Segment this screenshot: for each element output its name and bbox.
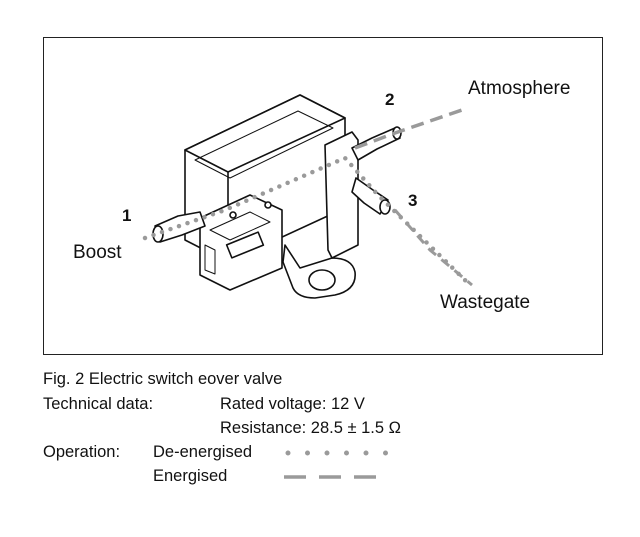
port-1-label: Boost <box>73 242 122 263</box>
rated-voltage: Rated voltage: 12 V <box>220 395 365 413</box>
figure-frame <box>43 37 603 355</box>
figure-caption: Fig. 2 Electric switch eover valve <box>43 370 283 388</box>
resistance: Resistance: 28.5 ± 1.5 Ω <box>220 419 401 437</box>
port-2-number: 2 <box>385 90 395 109</box>
de-energised-label: De-energised <box>153 443 253 461</box>
de-energised-legend-line <box>285 450 391 456</box>
bracket-hole <box>308 269 336 291</box>
port-3-label: Wastegate <box>440 292 531 313</box>
energised-flow-path <box>354 108 463 150</box>
energised-legend-line <box>284 475 386 479</box>
solenoid-inner <box>194 110 334 179</box>
energised-label: Energised <box>153 467 228 485</box>
port-2-label: Atmosphere <box>468 78 571 99</box>
port-1-number: 1 <box>122 206 132 225</box>
operation-label: Operation: <box>43 443 121 461</box>
port-3-nipple <box>351 177 389 215</box>
energised-flow-path-wastegate <box>393 209 473 287</box>
technical-data-label: Technical data: <box>43 395 154 413</box>
port-3-number: 3 <box>408 191 418 210</box>
